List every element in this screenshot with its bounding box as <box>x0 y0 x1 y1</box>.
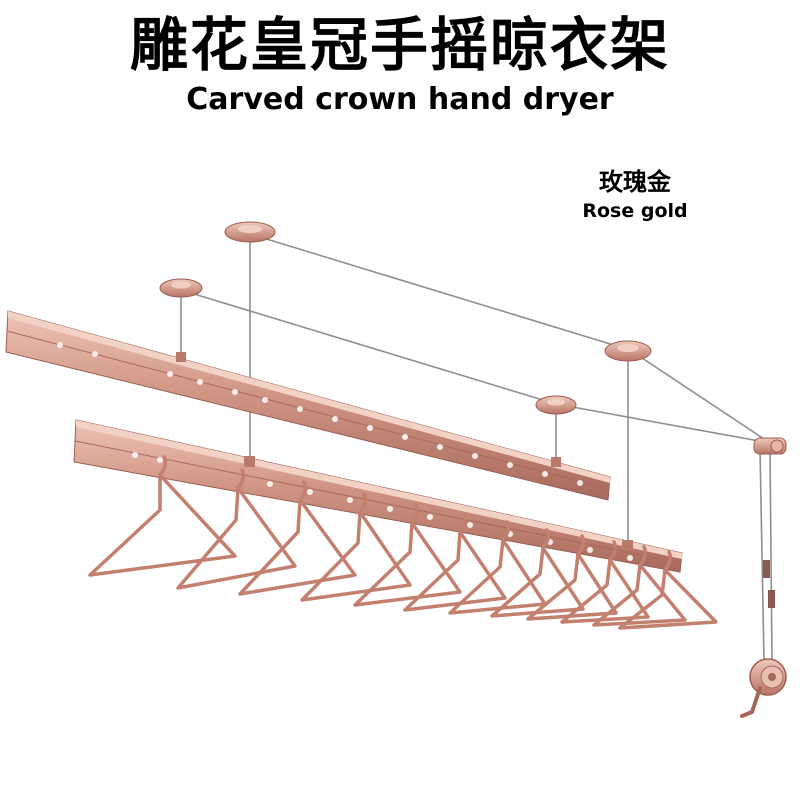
ceiling-plate <box>224 221 276 243</box>
hanger <box>560 540 650 624</box>
ceiling-plate <box>604 340 652 362</box>
hanger <box>618 550 718 630</box>
hanger <box>592 545 687 627</box>
drying-rod-back <box>5 310 611 501</box>
title-chinese: 雕花皇冠手摇晾衣架 <box>129 11 670 79</box>
ceiling-plate <box>535 395 577 415</box>
wall-pulley <box>753 437 787 455</box>
clothes-hangers <box>88 455 718 630</box>
color-label-english: Rose gold <box>582 200 688 222</box>
ceiling-plate <box>159 278 203 298</box>
hanger <box>526 534 618 621</box>
hanger <box>176 468 297 590</box>
suspension-cables <box>180 233 773 661</box>
hanger <box>353 503 462 607</box>
title-english: Carved crown hand dryer <box>186 82 614 117</box>
hanger <box>300 492 412 602</box>
color-label-chinese: 玫瑰金 <box>599 168 671 196</box>
hand-crank-winder-icon <box>740 658 787 718</box>
ceiling-mount-plates <box>159 221 652 415</box>
drying-rod-front <box>73 419 683 573</box>
hanger <box>490 528 585 618</box>
hanger <box>238 480 357 596</box>
hanger <box>88 455 237 577</box>
